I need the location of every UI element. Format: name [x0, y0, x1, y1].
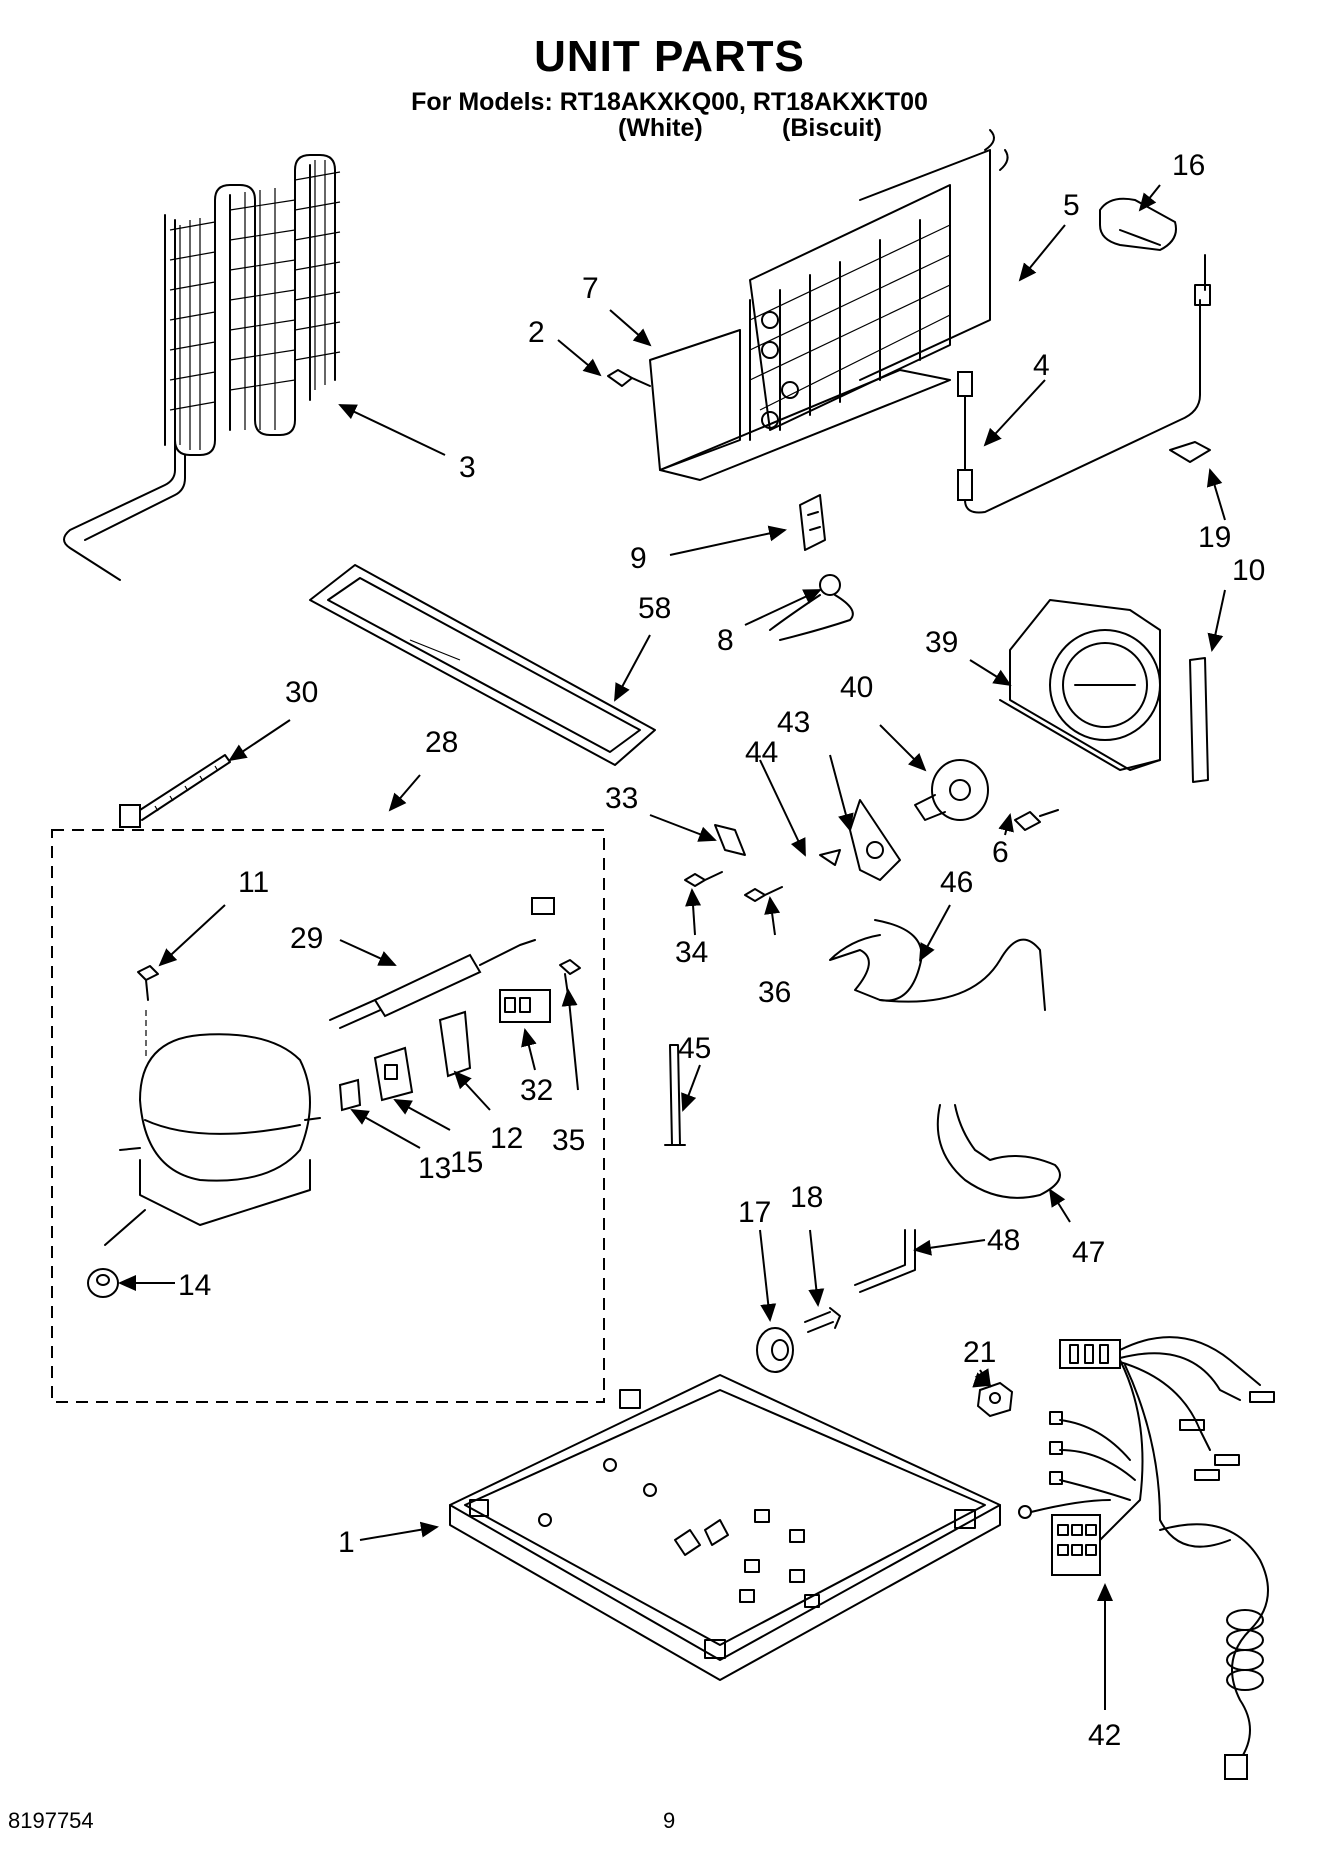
callout-17: 17 — [738, 1196, 771, 1229]
callout-28: 28 — [425, 726, 458, 759]
tube-46 — [829, 919, 1046, 1011]
callout-32: 32 — [520, 1074, 553, 1107]
clip-9 — [799, 494, 826, 551]
callout-45: 45 — [678, 1032, 711, 1065]
callout-2: 2 — [528, 316, 545, 349]
callout-9: 9 — [630, 542, 647, 575]
callout-11: 11 — [238, 866, 269, 899]
callout-5: 5 — [1063, 189, 1080, 222]
callout-58: 58 — [638, 592, 671, 625]
compressor — [104, 1033, 321, 1246]
callout-36: 36 — [758, 976, 791, 1009]
page-title: UNIT PARTS — [534, 32, 805, 81]
callout-47: 47 — [1072, 1236, 1105, 1269]
callout-48: 48 — [987, 1224, 1020, 1257]
roller-17-axle-18 — [756, 1307, 841, 1373]
grommet-14 — [87, 1268, 119, 1298]
base-pan — [449, 1374, 1001, 1681]
callout-6: 6 — [992, 836, 1009, 869]
drier-29 — [329, 897, 555, 1029]
callout-43: 43 — [777, 706, 810, 739]
bracket-screws — [684, 824, 783, 902]
variant-biscuit: (Biscuit) — [782, 114, 882, 142]
callout-42: 42 — [1088, 1719, 1121, 1752]
callout-15: 15 — [450, 1146, 483, 1179]
callout-10: 10 — [1232, 554, 1265, 587]
callout-34: 34 — [675, 936, 708, 969]
callout-13: 13 — [418, 1152, 451, 1185]
callout-30: 30 — [285, 676, 318, 709]
tube-48 — [854, 1229, 916, 1293]
wire-tie-30 — [119, 754, 231, 828]
wiring-harness — [1018, 1336, 1275, 1780]
screw-2 — [607, 369, 651, 387]
fan-shroud — [999, 599, 1161, 771]
callout-18: 18 — [790, 1181, 823, 1214]
evaporator — [649, 129, 1009, 481]
callout-12: 12 — [490, 1122, 523, 1155]
thermistor-8 — [769, 574, 854, 641]
callout-labels: 3 2 7 5 16 4 9 19 10 8 58 39 30 40 28 43… — [178, 149, 1265, 1752]
callout-16: 16 — [1172, 149, 1205, 182]
callout-4: 4 — [1033, 349, 1050, 382]
compressor-kit-box — [51, 829, 605, 1403]
callout-44: 44 — [745, 736, 778, 769]
callout-14: 14 — [178, 1269, 211, 1302]
callout-29: 29 — [290, 922, 323, 955]
callout-3: 3 — [459, 451, 476, 484]
leader-lines — [118, 184, 1226, 1710]
callout-19: 19 — [1198, 521, 1231, 554]
tube-47 — [936, 1104, 1061, 1199]
callout-8: 8 — [717, 624, 734, 657]
callout-7: 7 — [582, 272, 599, 305]
callout-21: 21 — [963, 1336, 996, 1369]
page-number: 9 — [663, 1808, 676, 1833]
fan-motor-assembly — [819, 759, 1059, 881]
electrical-components — [338, 959, 581, 1112]
callout-39: 39 — [925, 626, 958, 659]
nut-21 — [976, 1381, 1014, 1418]
clip-19 — [1169, 441, 1211, 463]
condenser-coil — [63, 154, 341, 581]
callout-35: 35 — [552, 1124, 585, 1157]
callout-46: 46 — [940, 866, 973, 899]
models-line: For Models: RT18AKXKQ00, RT18AKXKT00 — [411, 88, 928, 116]
callout-33: 33 — [605, 782, 638, 815]
pin-45 — [664, 1044, 686, 1146]
variant-white: (White) — [618, 114, 703, 142]
drain-trough — [309, 564, 656, 766]
callout-1: 1 — [338, 1526, 355, 1559]
strip-10 — [1189, 657, 1209, 783]
document-number: 8197754 — [8, 1808, 94, 1833]
callout-40: 40 — [840, 671, 873, 704]
screw-11 — [137, 965, 159, 1060]
defrost-harness — [957, 197, 1211, 514]
